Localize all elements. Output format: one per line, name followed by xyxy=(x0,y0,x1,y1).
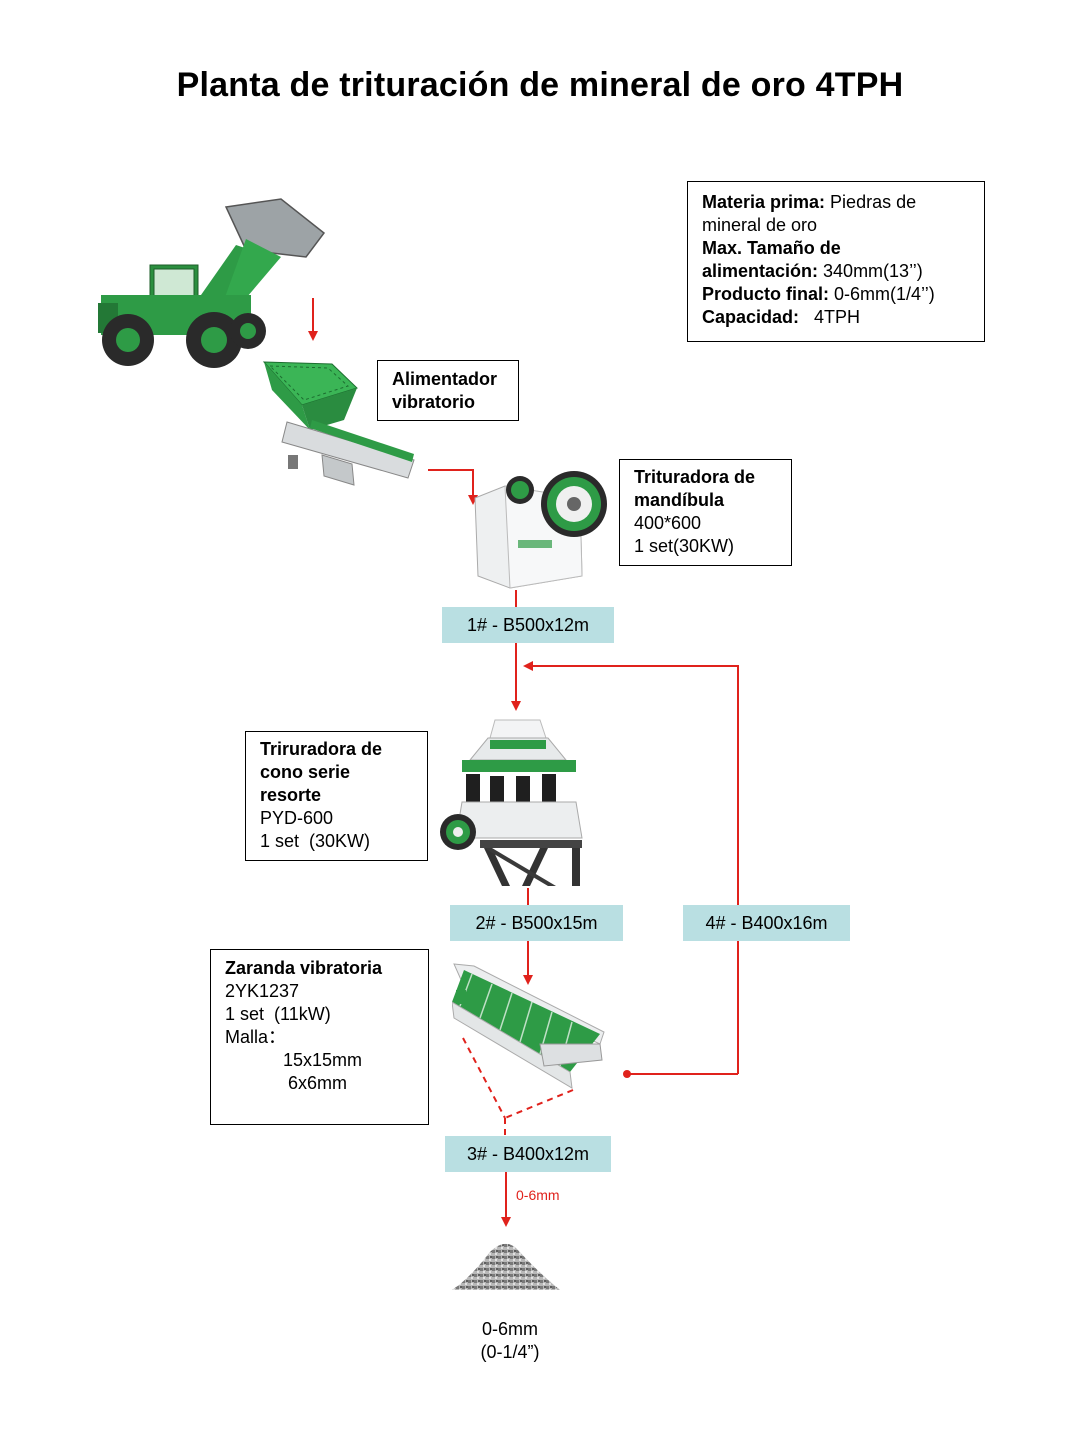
max-feed-label-2: alimentación: xyxy=(702,261,819,281)
capacity-label: Capacidad: xyxy=(702,307,800,327)
vibrating-screen-icon xyxy=(452,963,605,1089)
cone-line2: cono serie xyxy=(260,762,351,782)
feeder-line2: vibratorio xyxy=(392,392,476,412)
specs-box: Materia prima: Piedras de mineral de oro… xyxy=(687,181,985,342)
cone-qty: 1 set (30KW) xyxy=(260,831,371,851)
cone-line3: resorte xyxy=(260,785,322,805)
arrow-feeder-to-jaw xyxy=(428,469,478,505)
screen-qty: 1 set (11kW) xyxy=(225,1004,331,1024)
dash-screen-left xyxy=(462,1037,506,1119)
feeder-label-box: Alimentador vibratorio xyxy=(377,360,519,421)
cone-model: PYD-600 xyxy=(260,808,334,828)
raw-material-label: Materia prima: xyxy=(702,192,826,212)
belt-4: 4# - B400x16m xyxy=(683,905,850,941)
jaw-line2: mandíbula xyxy=(634,490,725,510)
wheel-loader-icon xyxy=(98,198,326,368)
screen-label-box: Zaranda vibratoria 2YK1237 1 set (11kW) … xyxy=(210,949,429,1125)
vibrating-feeder-icon xyxy=(262,361,415,486)
belt-2: 2# - B500x15m xyxy=(450,905,623,941)
jaw-line1: Trituradora de xyxy=(634,467,756,487)
belt-3: 3# - B400x12m xyxy=(445,1136,611,1172)
final-product-label: Producto final: xyxy=(702,284,829,304)
product-pile-icon xyxy=(452,1243,560,1290)
max-feed-value: 340mm(13’’) xyxy=(818,261,923,281)
jaw-crusher-label-box: Trituradora de mandíbula 400*600 1 set(3… xyxy=(619,459,792,566)
raw-material-value: Piedras de xyxy=(825,192,917,212)
screen-mesh2: 6x6mm xyxy=(288,1073,348,1093)
dash-screen-right xyxy=(504,1089,574,1119)
page-title: Planta de trituración de mineral de oro … xyxy=(176,66,904,104)
jaw-crusher-icon xyxy=(474,471,607,589)
product-label: 0-6mm (0-1/4”) xyxy=(420,1318,600,1364)
cone-crusher-label-box: Triruradora de cono serie resorte PYD-60… xyxy=(245,731,428,861)
cone-crusher-icon xyxy=(440,719,583,886)
belt-1: 1# - B500x12m xyxy=(442,607,614,643)
max-feed-label: Max. Tamaño de xyxy=(702,238,841,258)
raw-material-value-2: mineral de oro xyxy=(702,215,818,235)
jaw-qty: 1 set(30KW) xyxy=(634,536,735,556)
screen-model: 2YK1237 xyxy=(225,981,300,1001)
final-product-value: 0-6mm(1/4’’) xyxy=(829,284,935,304)
screen-mesh1: 15x15mm xyxy=(283,1050,363,1070)
product-line2: (0-1/4”) xyxy=(480,1342,540,1362)
capacity-value: 4TPH xyxy=(799,307,861,327)
product-line1: 0-6mm xyxy=(481,1319,538,1339)
cone-line1: Triruradora de xyxy=(260,739,383,759)
screen-line1: Zaranda vibratoria xyxy=(225,958,383,978)
oversize-dot xyxy=(623,1070,631,1078)
screen-mesh-label: Malla： xyxy=(225,1027,287,1047)
output-size-label: 0-6mm xyxy=(516,1187,560,1203)
jaw-model: 400*600 xyxy=(634,513,702,533)
feeder-line1: Alimentador xyxy=(392,369,498,389)
